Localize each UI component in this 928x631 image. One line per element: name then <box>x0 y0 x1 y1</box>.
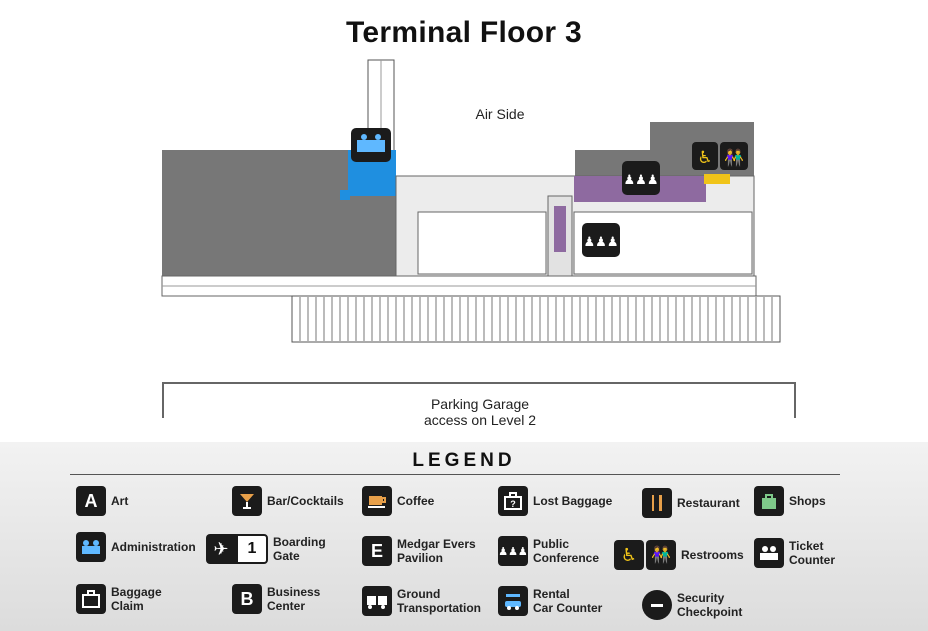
legend-divider <box>70 474 840 475</box>
cocktail-icon <box>232 486 262 516</box>
legend-item-bar-cocktails: Bar/Cocktails <box>232 486 344 516</box>
legend-label: Bar/Cocktails <box>267 494 344 508</box>
map-administration-icon <box>351 128 391 162</box>
svg-text:👫: 👫 <box>724 148 744 167</box>
ticket-counter-icon <box>754 538 784 568</box>
administration-icon <box>76 532 106 562</box>
legend-label: Business <box>267 585 321 599</box>
legend-label-2: Transportation <box>397 601 482 615</box>
gate-number: 1 <box>236 534 268 564</box>
map-title: Terminal Floor 3 <box>346 16 582 49</box>
parking-ramp <box>291 295 781 343</box>
conference-area-small <box>554 206 566 252</box>
parking-label-line2: access on Level 2 <box>423 412 537 428</box>
legend-item-coffee: Coffee <box>362 486 434 516</box>
legend-label: Security <box>677 591 725 605</box>
legend-label-2: Counter <box>789 553 835 567</box>
legend-label-2: Claim <box>111 599 144 613</box>
map-conference-icon: ♟♟♟ <box>622 161 660 195</box>
bus-icon <box>362 586 392 616</box>
legend-label: Ground <box>397 587 441 601</box>
svg-text:♟♟♟: ♟♟♟ <box>624 173 659 188</box>
legend-label: Medgar Evers <box>397 537 476 551</box>
parking-garage-label: Parking Garage access on Level 2 <box>380 396 580 428</box>
legend-label: Art <box>111 494 129 508</box>
legend-label: Administration <box>111 540 196 554</box>
letter-e-icon: E <box>362 536 392 566</box>
lost-baggage-icon: ? <box>498 486 528 516</box>
legend-label: Coffee <box>397 494 435 508</box>
parking-garage-bracket <box>162 382 796 418</box>
legend-item-shops: Shops <box>754 486 826 516</box>
parking-label-line1: Parking Garage <box>430 396 530 412</box>
conference-icon: ♟♟♟ <box>498 536 528 566</box>
legend-item-restrooms: ♿ 👫 Restrooms <box>614 540 744 570</box>
restroom-icon: 👫 <box>646 540 676 570</box>
legend-title: LEGEND <box>412 450 516 471</box>
floor-plan: ♟♟♟ ♟♟♟ ♿ 👫 <box>161 59 781 343</box>
letter-a-icon: A <box>76 486 106 516</box>
air-side-label: Air Side <box>475 106 525 122</box>
legend-item-administration: Administration <box>76 532 196 562</box>
administration-area <box>340 150 396 200</box>
map-conference-icon-2: ♟♟♟ <box>582 223 620 257</box>
legend-label: Boarding <box>273 535 326 549</box>
svg-text:♿: ♿ <box>697 148 712 168</box>
legend-label-2: Pavilion <box>397 551 444 565</box>
tarmac-area <box>162 122 754 278</box>
legend-label: Baggage <box>111 585 162 599</box>
coffee-cup-icon <box>362 486 392 516</box>
legend-label: Lost Baggage <box>533 494 613 508</box>
legend-label-2: Conference <box>533 551 600 565</box>
airplane-icon: ✈ <box>206 534 236 564</box>
letter-b-icon: B <box>232 584 262 614</box>
baggage-claim-icon <box>76 584 106 614</box>
legend-label: Rental <box>533 587 570 601</box>
legend-label-2: Center <box>267 599 306 613</box>
legend-label-2: Gate <box>273 549 300 563</box>
fork-knife-icon <box>642 488 672 518</box>
map-restroom-icon: 👫 <box>720 142 748 170</box>
legend-label: Restaurant <box>677 496 740 510</box>
legend-label: Restrooms <box>681 548 744 562</box>
shopping-bag-icon <box>754 486 784 516</box>
legend-label: Public <box>533 537 570 551</box>
restroom-area <box>704 174 730 184</box>
legend-item-restaurant: Restaurant <box>642 488 740 518</box>
rental-car-icon <box>498 586 528 616</box>
legend-label-2: Checkpoint <box>677 605 743 619</box>
legend-item-art: A Art <box>76 486 128 516</box>
legend-item-lost-baggage: ? Lost Baggage <box>498 486 612 516</box>
legend-label: Shops <box>789 494 826 508</box>
svg-text:?: ? <box>510 499 516 509</box>
map-accessible-restroom-icon: ♿ <box>692 142 718 170</box>
legend-label: Ticket <box>789 539 824 553</box>
svg-text:♟♟♟: ♟♟♟ <box>584 235 619 250</box>
security-icon <box>642 590 672 620</box>
legend-label-2: Car Counter <box>533 601 603 615</box>
accessible-icon: ♿ <box>614 540 644 570</box>
